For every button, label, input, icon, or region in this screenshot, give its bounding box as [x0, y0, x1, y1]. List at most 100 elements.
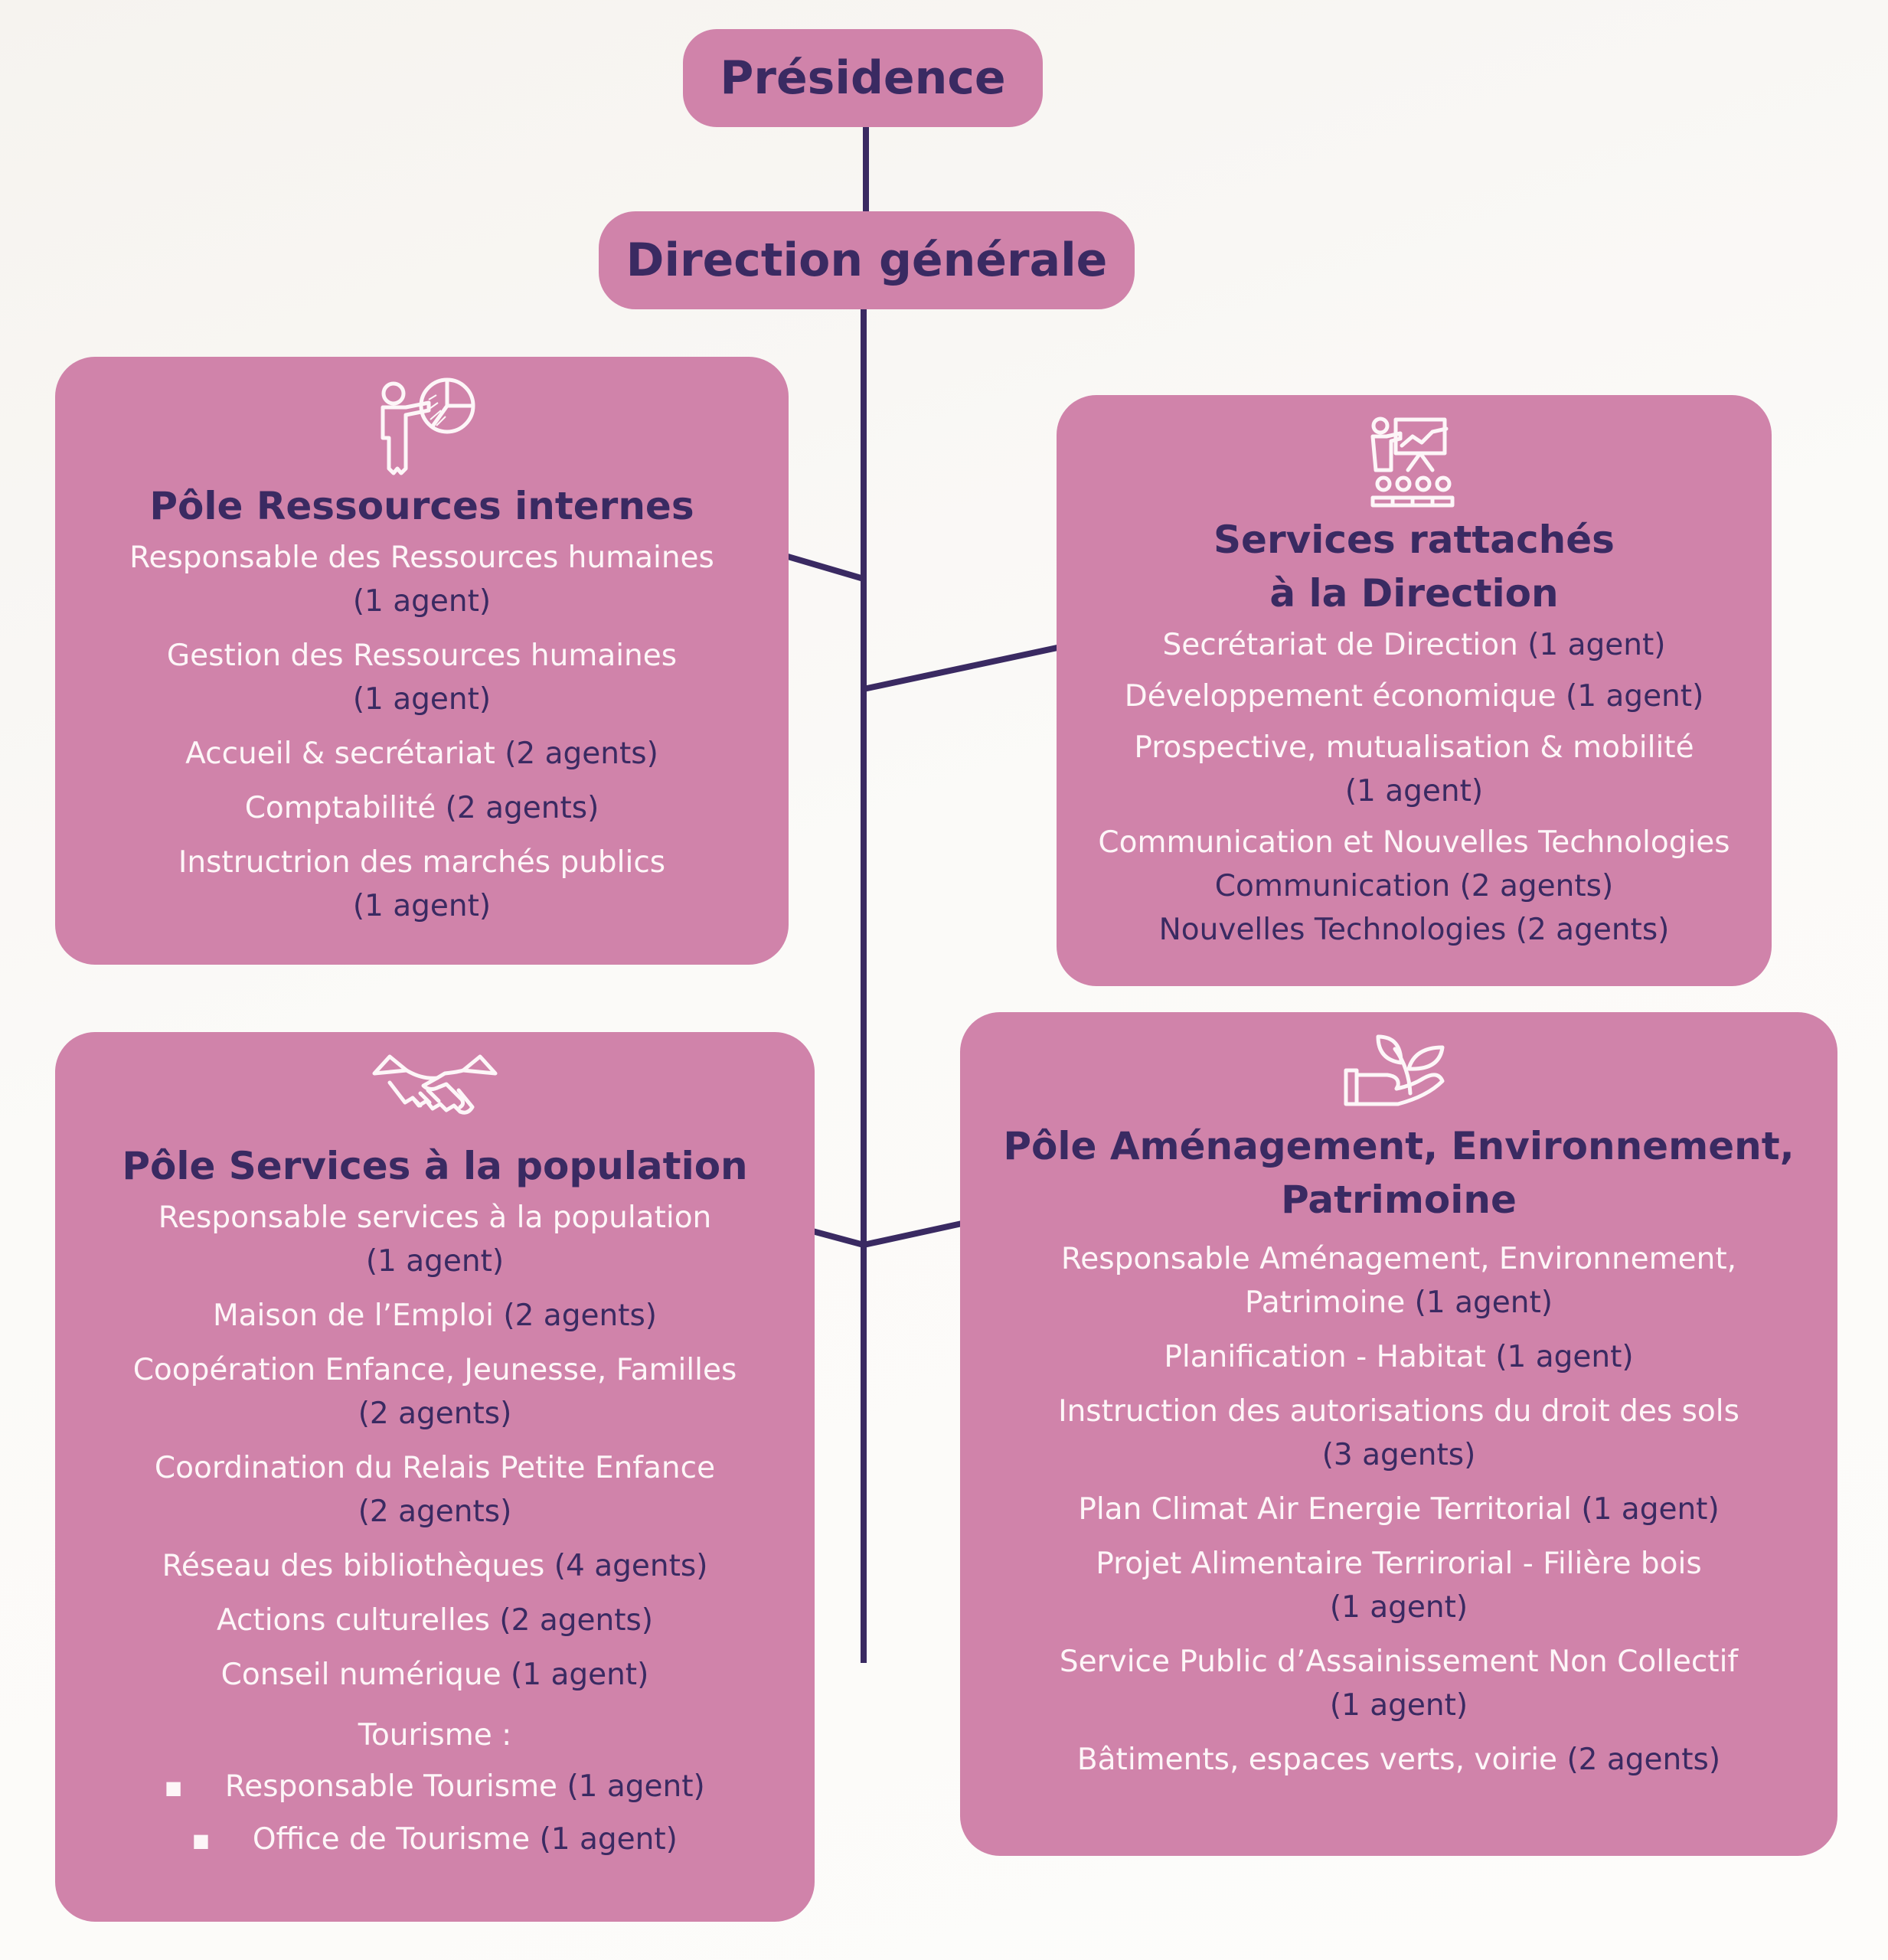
services-rattaches-title: Services rattachés à la Direction	[1057, 513, 1772, 620]
service-label: Développement économique	[1124, 679, 1556, 714]
bullet-icon: ■	[165, 1777, 182, 1798]
services-rattaches-title-line2: à la Direction	[1269, 571, 1559, 616]
services-rattaches-title-line1: Services rattachés	[1213, 518, 1615, 562]
service-label: Coordination du Relais Petite Enfance	[154, 1451, 716, 1485]
pole-amenagement-title: Pôle Aménagement, Environnement, Patrimo…	[960, 1119, 1837, 1227]
service-item: Responsable des Ressources humaines (1 ag…	[55, 536, 789, 623]
agent-count: (1 agent)	[1527, 628, 1666, 662]
agent-count: (1 agent)	[352, 889, 492, 923]
service-item: Secrétariat de Direction (1 agent)	[1057, 623, 1772, 667]
agent-count: (1 agent)	[1344, 774, 1484, 808]
agent-count: (1 agent)	[1565, 679, 1704, 714]
service-group-label: Communication et Nouvelles Technologies	[1098, 825, 1730, 860]
agent-count: (1 agent)	[352, 682, 492, 717]
service-label: Projet Alimentaire Terrirorial - Filière…	[1096, 1547, 1702, 1581]
agent-count: (2 agents)	[503, 1298, 657, 1333]
agent-count: (2 agents)	[505, 737, 658, 771]
service-label: Accueil & secrétariat	[185, 737, 495, 771]
hand-plant-icon	[1344, 1034, 1445, 1106]
sub-service-item: Communication (2 agents)	[1214, 869, 1614, 903]
services-rattaches-card: Services rattachés à la Direction Secrét…	[1057, 395, 1772, 986]
presidence-box: Présidence	[683, 29, 1043, 127]
service-item: Prospective, mutualisation & mobilité (1 …	[1057, 726, 1772, 813]
agent-count: (1 agent)	[1581, 1492, 1720, 1527]
service-label: Plan Climat Air Energie Territorial	[1078, 1492, 1572, 1527]
pole-amenagement-card: Pôle Aménagement, Environnement, Patrimo…	[960, 1012, 1837, 1856]
agent-count: (1 agent)	[567, 1769, 705, 1804]
agent-count: (2 agents)	[358, 1494, 512, 1529]
service-item: Bâtiments, espaces verts, voirie (2 agen…	[1006, 1738, 1792, 1782]
service-label: Bâtiments, espaces verts, voirie	[1076, 1743, 1558, 1777]
agent-count: (1 agent)	[539, 1822, 678, 1857]
agent-count: (2 agents)	[499, 1603, 654, 1638]
agent-count: (1 agent)	[352, 584, 492, 619]
tourism-group: Tourisme :	[55, 1713, 815, 1757]
service-item: Réseau des bibliothèques (4 agents)	[55, 1544, 815, 1588]
service-item: Service Public d’Assainissement Non Coll…	[1006, 1640, 1792, 1727]
service-item: Instructrion des marchés publics (1 agent…	[55, 841, 789, 928]
service-label: Coopération Enfance, Jeunesse, Familles	[132, 1353, 737, 1387]
service-label: Instruction des autorisations du droit d…	[1058, 1394, 1739, 1429]
service-item: Instruction des autorisations du droit d…	[1006, 1390, 1792, 1477]
service-label: Maison de l’Emploi	[212, 1298, 494, 1333]
agent-count: (1 agent)	[1495, 1340, 1634, 1374]
agent-count: (1 agent)	[1329, 1590, 1468, 1625]
agent-count: (1 agent)	[365, 1244, 505, 1279]
service-label: Planification - Habitat	[1164, 1340, 1486, 1374]
agent-count: (2 agents)	[445, 791, 599, 825]
pole-ressources-internes-card: Pôle Ressources internes Responsable des…	[55, 357, 789, 965]
tourism-label: Tourisme :	[358, 1718, 512, 1753]
sub-service-item: Nouvelles Technologies (2 agents)	[1158, 913, 1670, 947]
agent-count: (2 agents)	[1566, 1743, 1721, 1777]
service-item: Coopération Enfance, Jeunesse, Familles (…	[55, 1348, 815, 1436]
service-label: Responsable Aménagement, Environnement, …	[1060, 1242, 1737, 1320]
service-item: Maison de l’Emploi (2 agents)	[55, 1294, 815, 1338]
pole-services-population-title: Pôle Services à la population	[122, 1144, 748, 1188]
service-item: Actions culturelles (2 agents)	[55, 1599, 815, 1642]
pole-amenagement-title-line2: Patrimoine	[1281, 1178, 1517, 1222]
service-label: Conseil numérique	[220, 1658, 501, 1692]
connector-services-rattaches	[863, 637, 1094, 692]
tourism-item: ■ Office de Tourisme (1 agent)	[55, 1818, 815, 1863]
service-label: Service Public d’Assainissement Non Coll…	[1059, 1645, 1739, 1679]
presenter-pie-chart-icon	[381, 377, 475, 475]
tourism-item: ■ Responsable Tourisme (1 agent)	[55, 1765, 815, 1810]
agent-count: (2 agents)	[358, 1396, 512, 1431]
pole-services-population-card: Pôle Services à la population Responsabl…	[55, 1032, 815, 1922]
service-item: Gestion des Ressources humaines (1 agent)	[55, 634, 789, 721]
service-label: Responsable services à la population	[158, 1200, 712, 1235]
service-item: Développement économique (1 agent)	[1057, 675, 1772, 718]
service-label: Réseau des bibliothèques	[162, 1549, 545, 1583]
service-group-item: Communication et Nouvelles Technologies	[1057, 821, 1772, 864]
service-item: Responsable services à la population (1 a…	[55, 1196, 815, 1283]
service-label: Secrétariat de Direction	[1162, 628, 1518, 662]
pole-amenagement-title-line1: Pôle Aménagement, Environnement,	[1003, 1124, 1795, 1168]
direction-generale-box: Direction générale	[599, 211, 1135, 309]
service-item: Comptabilité (2 agents)	[55, 786, 789, 830]
agent-count: (4 agents)	[554, 1549, 708, 1583]
service-item: Responsable Aménagement, Environnement, …	[1006, 1237, 1792, 1325]
service-item: Accueil & secrétariat (2 agents)	[55, 732, 789, 776]
handshake-icon	[372, 1054, 498, 1115]
service-label: Office de Tourisme	[252, 1822, 531, 1857]
presentation-audience-icon	[1370, 416, 1455, 508]
direction-generale-label: Direction générale	[626, 234, 1108, 287]
service-item: Projet Alimentaire Terrirorial - Filière…	[1006, 1542, 1792, 1629]
agent-count: (3 agents)	[1321, 1438, 1476, 1472]
service-label: Actions culturelles	[216, 1603, 490, 1638]
service-item: Planification - Habitat (1 agent)	[1006, 1335, 1792, 1379]
service-item: Coordination du Relais Petite Enfance (2 …	[55, 1446, 815, 1534]
service-label: Instructrion des marchés publics	[178, 845, 666, 880]
pole-ressources-internes-title: Pôle Ressources internes	[149, 484, 694, 528]
agent-count: (1 agent)	[1329, 1688, 1468, 1723]
agent-count: (1 agent)	[1414, 1285, 1553, 1320]
service-label: Gestion des Ressources humaines	[166, 639, 678, 673]
service-item: Conseil numérique (1 agent)	[55, 1653, 815, 1697]
agent-count: (1 agent)	[511, 1658, 649, 1692]
presidence-label: Présidence	[720, 51, 1006, 105]
service-label: Prospective, mutualisation & mobilité	[1134, 730, 1694, 765]
service-label: Responsable Tourisme	[224, 1769, 558, 1804]
bullet-icon: ■	[192, 1830, 210, 1851]
service-label: Comptabilité	[244, 791, 436, 825]
service-label: Responsable des Ressources humaines	[129, 541, 714, 575]
